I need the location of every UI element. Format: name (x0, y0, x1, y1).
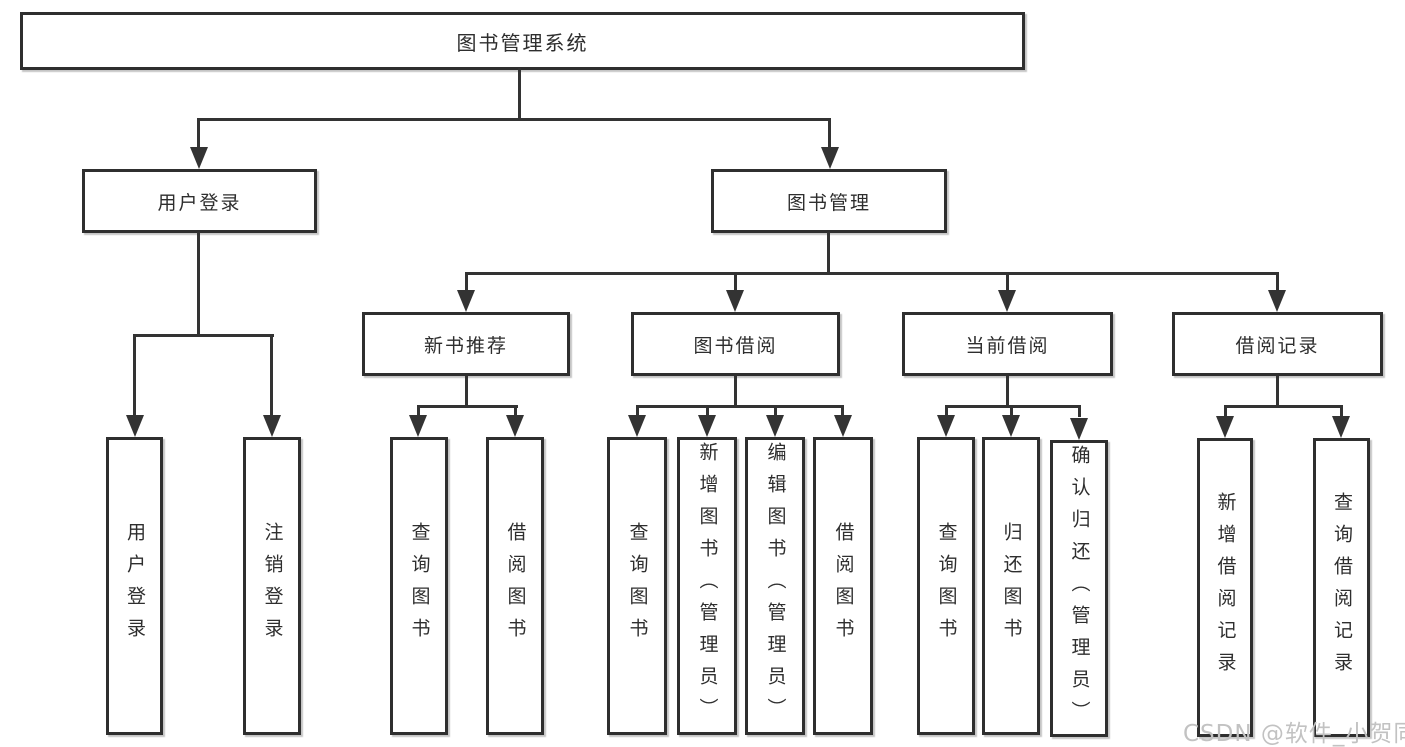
arrow-down-icon (726, 290, 744, 312)
arrow-down-icon (409, 415, 427, 437)
arrow-down-icon (628, 415, 646, 437)
arrow-down-icon (698, 415, 716, 437)
node-label: 用户登录 (124, 522, 146, 650)
edge-line (945, 405, 1081, 408)
arrow-down-icon (506, 415, 524, 437)
edge-line (734, 376, 737, 407)
arrow-down-icon (1002, 415, 1020, 437)
leaf-edit-books-admin: 编辑图书（管理员） (745, 437, 805, 735)
edge-line (1006, 376, 1009, 407)
node-label: 当前借阅 (965, 334, 1050, 357)
node-label: 图书管理系统 (456, 30, 589, 55)
leaf-query-books-recommend: 查询图书 (390, 437, 448, 735)
edge-line (133, 334, 274, 337)
node-borrowing-records: 借阅记录 (1172, 312, 1383, 376)
leaf-borrow-books-borrowing: 借阅图书 (813, 437, 873, 735)
node-label: 查询图书 (626, 522, 649, 650)
edge-line (1340, 405, 1343, 417)
edge-line (1224, 405, 1343, 408)
node-label: 查询图书 (408, 522, 431, 650)
node-label: 借阅图书 (832, 522, 855, 650)
leaf-query-books-current: 查询图书 (917, 437, 975, 735)
leaf-query-books-borrowing: 查询图书 (607, 437, 667, 735)
arrow-down-icon (937, 415, 955, 437)
arrow-down-icon (190, 147, 208, 169)
edge-line (465, 272, 1279, 275)
edge-line (841, 405, 844, 417)
edge-line (827, 232, 830, 274)
leaf-user-login: 用户登录 (106, 437, 163, 735)
node-library-management-system: 图书管理系统 (20, 12, 1025, 70)
edge-line (1078, 405, 1081, 417)
node-user-login: 用户登录 (82, 169, 317, 233)
arrow-down-icon (1070, 418, 1088, 440)
edge-line (417, 405, 420, 417)
node-label: 确认归还（管理员） (1068, 444, 1091, 733)
arrow-down-icon (821, 147, 839, 169)
edge-line (734, 272, 737, 290)
arrow-down-icon (126, 415, 144, 437)
edge-line (197, 118, 831, 121)
arrow-down-icon (1216, 416, 1234, 438)
edge-line (270, 334, 273, 416)
arrow-down-icon (998, 290, 1016, 312)
leaf-confirm-return-admin: 确认归还（管理员） (1050, 440, 1108, 737)
arrow-down-icon (457, 290, 475, 312)
leaf-add-borrow-record: 新增借阅记录 (1197, 438, 1253, 737)
edge-line (774, 405, 777, 417)
node-label: 编辑图书（管理员） (764, 442, 787, 730)
edge-line (518, 68, 521, 120)
node-new-book-recommendation: 新书推荐 (362, 312, 570, 376)
node-book-borrowing: 图书借阅 (631, 312, 840, 376)
node-label: 注销登录 (261, 522, 284, 650)
arrow-down-icon (1332, 416, 1350, 438)
node-label: 用户登录 (157, 191, 242, 214)
edge-line (1224, 405, 1227, 417)
leaf-add-books-admin: 新增图书（管理员） (677, 437, 737, 735)
arrow-down-icon (766, 415, 784, 437)
node-label: 归还图书 (1000, 522, 1023, 650)
node-label: 新增借阅记录 (1214, 491, 1237, 684)
node-label: 新书推荐 (423, 334, 508, 357)
node-label: 图书管理 (786, 191, 871, 214)
edge-line (465, 272, 468, 290)
arrow-down-icon (263, 415, 281, 437)
node-label: 图书借阅 (693, 334, 778, 357)
edge-line (1276, 272, 1279, 290)
edge-line (1276, 376, 1279, 407)
edge-line (828, 118, 831, 150)
leaf-logout: 注销登录 (243, 437, 301, 735)
edge-line (465, 376, 468, 407)
leaf-borrow-books-recommend: 借阅图书 (486, 437, 544, 735)
edge-line (636, 405, 844, 408)
edge-line (197, 232, 200, 336)
edge-line (945, 405, 948, 417)
node-label: 新增图书（管理员） (696, 442, 719, 730)
edge-line (1006, 272, 1009, 290)
edge-line (197, 118, 200, 150)
edge-line (1010, 405, 1013, 417)
arrow-down-icon (1268, 290, 1286, 312)
edge-line (636, 405, 639, 417)
arrow-down-icon (834, 415, 852, 437)
node-label: 借阅图书 (504, 522, 527, 650)
leaf-query-borrow-record: 查询借阅记录 (1313, 438, 1370, 737)
edge-line (417, 405, 518, 408)
node-current-borrowing: 当前借阅 (902, 312, 1113, 376)
node-label: 查询图书 (935, 522, 958, 650)
edge-line (706, 405, 709, 417)
node-label: 查询借阅记录 (1331, 491, 1353, 684)
edge-line (133, 334, 136, 416)
node-label: 借阅记录 (1235, 334, 1320, 357)
node-book-management: 图书管理 (711, 169, 947, 233)
edge-line (514, 405, 517, 417)
leaf-return-books: 归还图书 (982, 437, 1040, 735)
csdn-watermark: CSDN @软件_小贺同学 (1183, 721, 1405, 747)
